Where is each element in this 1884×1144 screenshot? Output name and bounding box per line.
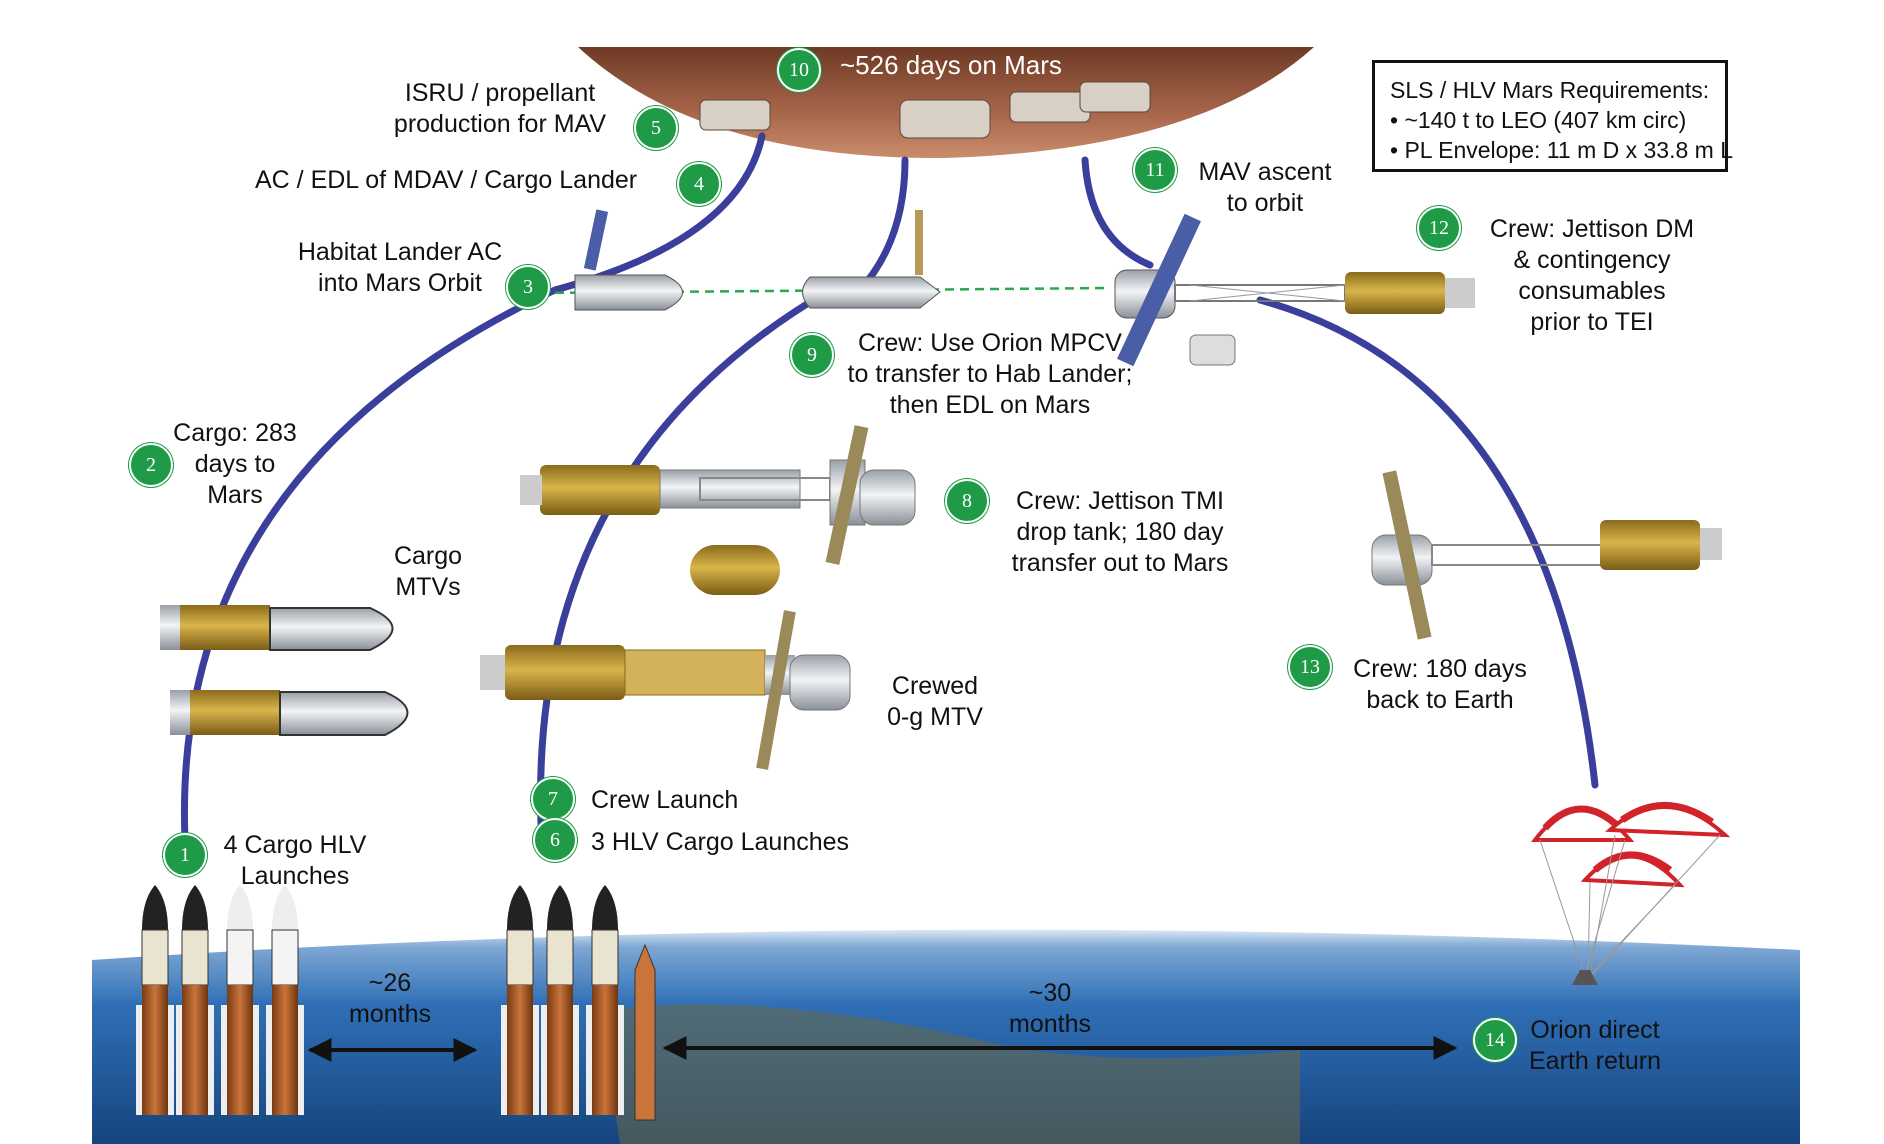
step-badge-14: 14 (1473, 1018, 1517, 1062)
step-badge-12: 12 (1417, 206, 1461, 250)
step-badge-3: 3 (506, 265, 550, 309)
step-badge-2: 2 (129, 443, 173, 487)
step-badge-8: 8 (945, 479, 989, 523)
parachutes (1530, 802, 1731, 985)
step-label-4: AC / EDL of MDAV / Cargo Lander (255, 166, 638, 194)
step-badge-1: 1 (163, 833, 207, 877)
step-badge-7: 7 (531, 777, 575, 821)
step-label-7: Crew Launch (591, 786, 739, 814)
requirements-box: SLS / HLV Mars Requirements: • ~140 t to… (1372, 60, 1734, 172)
step-badge-5: 5 (634, 106, 678, 150)
step-badge-6: 6 (533, 818, 577, 862)
mars-landers (699, 81, 1151, 139)
step-badge-11: 11 (1133, 148, 1177, 192)
return-mtv-spacecraft (1114, 213, 1475, 367)
step-badge-9: 9 (790, 333, 834, 377)
step-badge-10: 10 (777, 48, 821, 92)
requirements-item: • PL Envelope: 11 m D x 33.8 m L (1390, 137, 1734, 163)
cargo-hlv-rockets (136, 885, 304, 1115)
crew-mtv-inbound (1371, 470, 1722, 640)
requirements-item: • ~140 t to LEO (407 km circ) (1390, 107, 1687, 133)
habitat-lander-spacecraft (574, 209, 683, 311)
crew-mtv-outbound (520, 425, 916, 565)
orion-mpcv-spacecraft (802, 210, 941, 309)
crewed-mtv-launch (480, 610, 851, 770)
cargo-mtvs (160, 605, 409, 736)
step-badge-4: 4 (677, 162, 721, 206)
crew-hlv-rockets (501, 885, 656, 1121)
step-label-6: 3 HLV Cargo Launches (591, 828, 850, 856)
jettisoned-drop-tank (690, 545, 780, 595)
step-badge-13: 13 (1288, 645, 1332, 689)
trajectory-lines (180, 132, 1599, 849)
requirements-title: SLS / HLV Mars Requirements: (1390, 77, 1710, 103)
mars-stay-label: ~526 days on Mars (840, 50, 1062, 80)
